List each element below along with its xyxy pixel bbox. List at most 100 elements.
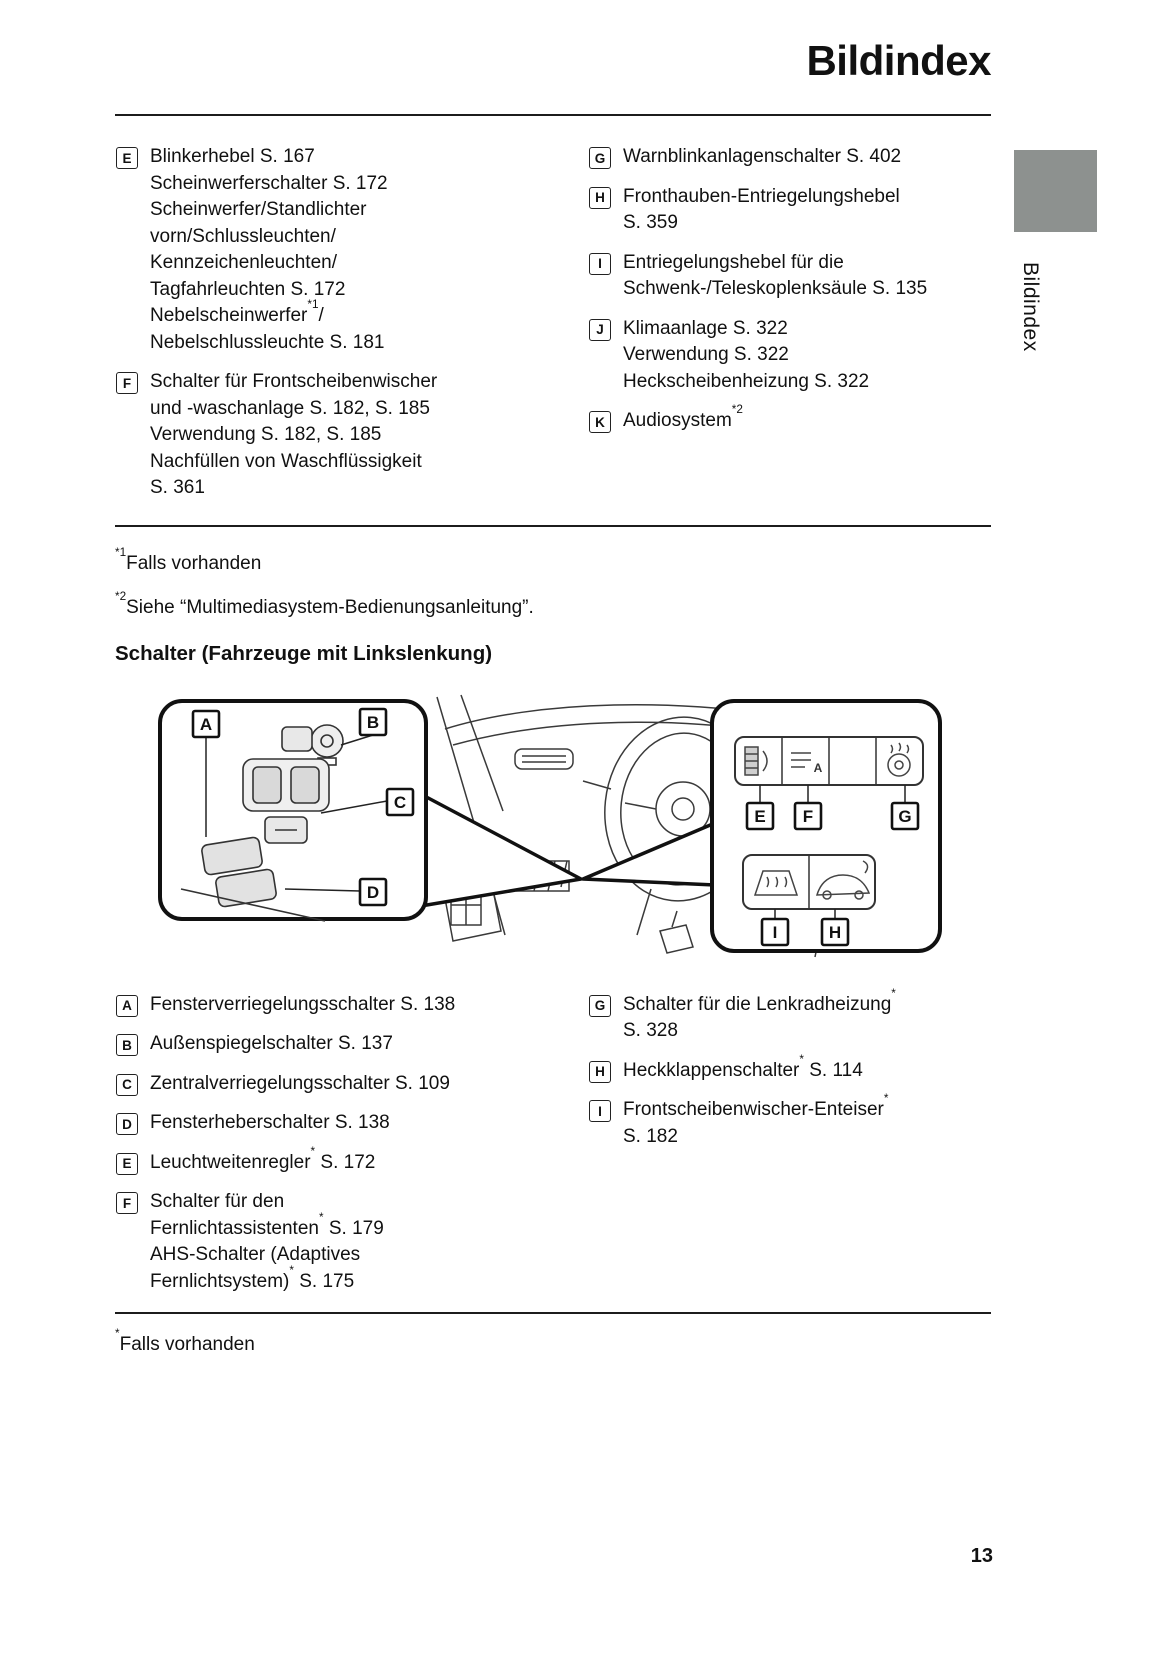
right-callout-box: A E F G [581,698,942,953]
text-line: Zentralverriegelungsschalter S. 109 [150,1072,450,1094]
item-key-H: H [589,186,611,209]
pedal [659,910,694,954]
index-entry: I Frontscheibenwischer-Enteiser* S. 182 [588,1092,991,1150]
index-entry: K Audiosystem*2 [588,404,991,435]
text-line: Schalter für die Lenkradheizung* [623,986,896,1015]
callout-label-C [385,787,415,816]
left-callout-pointer [413,788,583,909]
item-key-I: I [589,252,611,275]
window-switch-2 [215,868,277,907]
switch-panel-bottom [742,853,876,910]
callout-label-B [358,707,388,736]
item-text: Frontscheibenwischer-Enteiser* S. 182 [623,1092,889,1150]
item-text: Warnblinkanlagenschalter S. 402 [623,144,901,171]
text-line: Fronthauben-Entriegelungshebel [623,185,900,207]
text-line: S. 182 [623,1125,678,1147]
text-line: vorn/Schlussleuchten/ [150,225,336,247]
divider-top [115,114,991,116]
item-key-A: A [116,994,138,1017]
door-switch-cluster [180,723,344,922]
index-entry: H Heckklappenschalter* S. 114 [588,1052,991,1085]
text-line: Heckscheibenheizung S. 322 [623,370,870,392]
page-number: 13 [970,1545,993,1567]
wiper-deicer-icon [753,869,799,896]
text-line: S. 328 [623,1020,678,1041]
chapter-tab-marker [1014,150,1097,232]
item-key-D: D [116,1113,138,1135]
item-text: Heckklappenschalter* S. 114 [623,1052,863,1085]
text-line: Schalter für den [150,1191,285,1212]
window-switch-1 [201,836,263,875]
text-line: und -waschanlage S. 182, S. 185 [150,397,430,419]
index-entry: D Fensterheberschalter S. 138 [115,1110,588,1137]
text-line: Verwendung S. 182, S. 185 [150,424,382,445]
text-line: Fernlichtassistenten* S. 179 [150,1210,384,1239]
callout-letter-A: A [200,715,212,734]
footnote-2: *2Siehe “Multimediasystem-Bedienungsanle… [115,589,534,618]
text-line: Tagfahrleuchten S. 172 [150,278,346,300]
item-key-E: E [116,147,138,169]
text-line: Schalter für Frontscheibenwischer [150,371,438,392]
item-key-C: C [116,1073,138,1096]
callout-letter-I: I [773,923,778,942]
callout-label-D [358,877,388,906]
text-line: Leuchtweitenregler* S. 172 [150,1144,376,1173]
text-line: Nebelschlussleuchte S. 181 [150,331,385,353]
left-callout-labels: A B C D [191,707,415,906]
text-line: Heckklappenschalter* S. 114 [623,1052,863,1081]
chapter-tab-label: Bildindex [1019,262,1042,352]
left-callout-box: A B C D [158,698,583,922]
top-panel-leader-lines [759,784,906,803]
item-key-K: K [589,411,611,433]
text-line: Entriegelungshebel für die [623,251,844,273]
switch-panel-top [734,735,924,786]
footnote-bottom: *Falls vorhanden [115,1327,255,1355]
item-text: Audiosystem*2 [623,404,743,435]
right-callout-labels-top: E F G [745,801,920,830]
divider-bottom [115,1312,991,1314]
item-text: Fensterverriegelungsschalter S. 138 [150,992,455,1019]
callout-label-E [745,801,775,830]
left-leader-lines [205,733,388,892]
mirror-switch [281,725,313,752]
right-callout-pointer [581,820,717,887]
item-key-H: H [589,1060,611,1083]
callout-label-A [191,709,221,738]
callout-letter-H: H [829,923,841,942]
callout-label-G [890,801,920,830]
item-text: Zentralverriegelungsschalter S. 109 [150,1071,450,1098]
item-key-G: G [589,147,611,169]
item-text: Fensterheberschalter S. 138 [150,1110,390,1137]
callout-letter-D: D [367,883,379,902]
page-title: Bildindex [806,37,991,84]
text-line: Verwendung S. 322 [623,344,789,365]
item-text: Schalter für die Lenkradheizung* S. 328 [623,986,896,1045]
footnotes-top: *1Falls vorhanden *2Siehe “Multimediasys… [115,545,991,623]
callout-letter-G: G [898,807,911,826]
steering-heat-icon [887,742,911,777]
callout-label-H [820,917,850,946]
text-line: Schwenk-/Teleskoplenksäule S. 135 [623,278,928,299]
text-line: Nebelscheinwerfer*1/ [150,298,324,326]
text-line: Klimaanlage S. 322 [623,317,788,339]
item-key-J: J [589,318,611,341]
text-line: Frontscheibenwischer-Enteiser* [623,1092,889,1120]
footnote-1: *1Falls vorhanden [115,545,262,574]
text-line: Außenspiegelschalter S. 137 [150,1033,393,1054]
item-key-I: I [589,1100,611,1122]
text-line: AHS-Schalter (Adaptives [150,1244,361,1265]
